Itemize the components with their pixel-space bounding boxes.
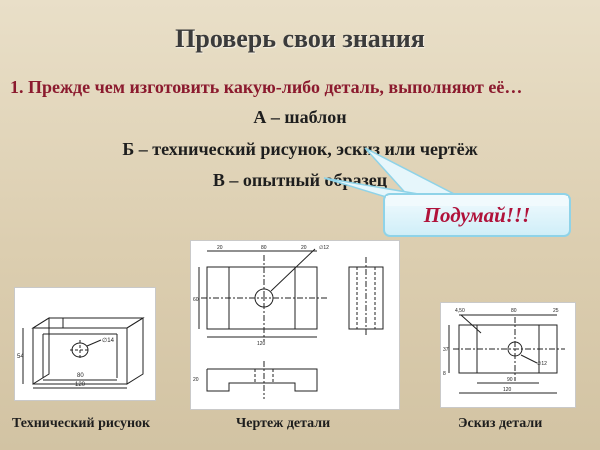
technical-drawing-image: 80 120 ∅14 54 [14,287,156,401]
svg-text:120: 120 [75,382,86,388]
page-title: Проверь свои знания [175,24,425,53]
sketch-image: 4,50 80 25 37 8 90 120 ∅12 [440,302,576,408]
answer-option-c[interactable]: В – опытный образец [212,170,388,190]
svg-text:4,50: 4,50 [455,308,465,314]
svg-text:80: 80 [261,245,267,251]
caption-technical-drawing: Технический рисунок [12,416,151,431]
part-drawing-image: 20 80 20 ∅12 120 60 20 [190,240,400,410]
answer-option-b[interactable]: Б – технический рисунок, эскиз или чертё… [122,139,478,159]
svg-text:∅14: ∅14 [102,337,115,344]
svg-text:60: 60 [193,297,199,303]
svg-text:80: 80 [511,308,517,314]
svg-text:20: 20 [193,377,199,383]
svg-text:80: 80 [77,373,84,379]
svg-text:20: 20 [217,245,223,251]
svg-text:37: 37 [443,347,449,353]
svg-text:∅12: ∅12 [319,245,329,251]
svg-text:25: 25 [553,308,559,314]
svg-text:∅12: ∅12 [537,361,547,367]
caption-sketch: Эскиз детали [458,416,543,431]
svg-text:90: 90 [507,377,513,383]
svg-text:120: 120 [503,387,512,393]
callout-text: Подумай!!! [423,202,531,227]
caption-part-drawing: Чертеж детали [236,416,331,431]
question-text: 1. Прежде чем изготовить какую-либо дета… [10,77,523,97]
svg-text:20: 20 [301,245,307,251]
svg-text:120: 120 [257,341,266,347]
svg-text:54: 54 [17,354,24,360]
answer-option-a[interactable]: А – шаблон [253,107,347,127]
svg-text:8: 8 [443,371,446,377]
